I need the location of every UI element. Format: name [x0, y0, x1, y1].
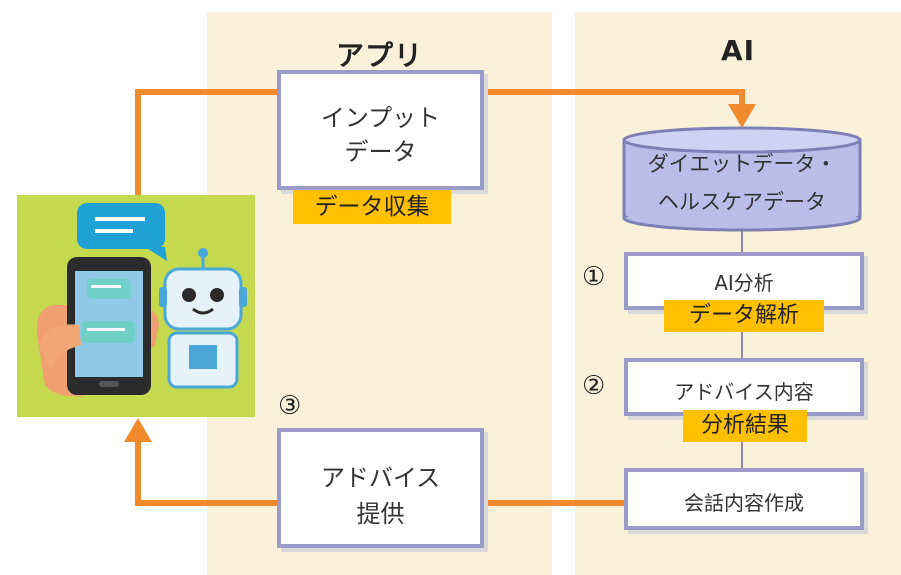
advice-content-box: アドバイス内容	[624, 358, 864, 416]
ai-column-title: AI	[720, 34, 756, 67]
ai-analysis-box: AI分析	[624, 252, 864, 310]
ai-analysis-label: AI分析	[714, 271, 774, 295]
analysis-result-tag: 分析結果	[683, 410, 807, 442]
conversation-creation-box: 会話内容作成	[624, 468, 864, 530]
input-data-line2: データ	[344, 138, 417, 166]
data-analysis-tag: データ解析	[664, 300, 824, 332]
hand-thumb-icon	[39, 324, 81, 371]
step3-number: ③	[278, 391, 302, 421]
advice-provision-line2: 提供	[356, 500, 405, 528]
step2-number: ②	[582, 371, 606, 401]
flow-line-bottom-left	[135, 440, 280, 506]
database-label-line1: ダイエットデータ・	[647, 152, 837, 176]
chat-bubble-icon	[77, 203, 167, 261]
conversation-creation-label: 会話内容作成	[684, 491, 804, 515]
advice-content-label: アドバイス内容	[674, 380, 814, 404]
data-collection-tag: データ収集	[293, 190, 451, 224]
app-column-title: アプリ	[335, 39, 423, 72]
advice-provision-line1: アドバイス	[320, 464, 441, 492]
arrow-head-phone	[124, 418, 152, 442]
flow-line-top-left	[135, 89, 280, 195]
phone-robot-illustration	[17, 195, 255, 417]
robot-icon	[159, 248, 247, 389]
step1-number: ①	[582, 262, 606, 292]
database-label-line2: ヘルスケアデータ	[658, 190, 826, 214]
input-data-box: インプット データ	[277, 70, 484, 190]
arrow-head-database	[728, 104, 756, 128]
database-cylinder	[622, 126, 862, 232]
advice-provision-box: アドバイス 提供	[277, 428, 484, 548]
flow-line-top-right	[482, 89, 745, 104]
input-data-line1: インプット	[320, 104, 441, 132]
smartphone-icon	[67, 257, 151, 395]
